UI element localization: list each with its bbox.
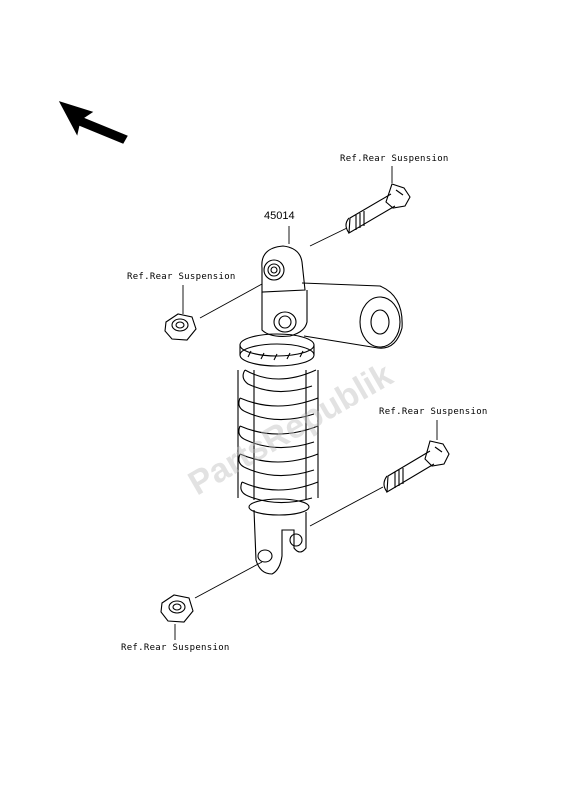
top-bolt [345,183,411,235]
front-direction-arrow-icon [58,101,128,144]
callout-top-bolt: Ref.Rear Suspension [340,154,449,164]
top-nut [164,313,197,341]
part-number-label: 45014 [264,210,295,222]
bottom-bolt [383,440,450,494]
bottom-nut [160,594,194,623]
leader-lines [174,166,438,640]
shock-absorber [237,245,403,575]
callout-top-nut: Ref.Rear Suspension [127,272,236,282]
callout-bottom-nut: Ref.Rear Suspension [121,643,230,653]
callout-bottom-bolt: Ref.Rear Suspension [379,407,488,417]
